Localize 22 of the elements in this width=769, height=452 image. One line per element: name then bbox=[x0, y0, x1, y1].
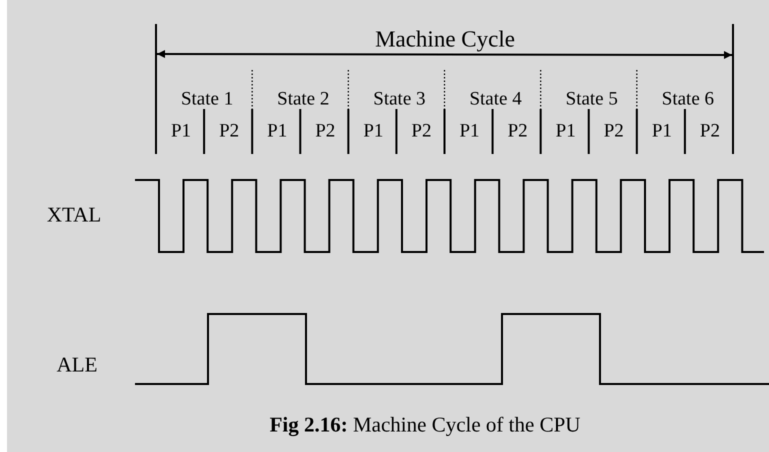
signal-name: ALE bbox=[56, 354, 98, 376]
state-label: State 5 bbox=[566, 90, 618, 108]
phase-label: P2 bbox=[219, 122, 240, 140]
state-label: State 6 bbox=[662, 90, 714, 108]
phase-label: P1 bbox=[460, 122, 480, 140]
phase-label: P1 bbox=[171, 122, 192, 140]
state-label: State 4 bbox=[469, 90, 522, 108]
state-label: State 2 bbox=[277, 90, 330, 108]
phase-label: P2 bbox=[604, 122, 624, 140]
state-label: State 3 bbox=[373, 90, 426, 108]
phase-label: P1 bbox=[652, 122, 672, 140]
figure-caption: Fig 2.16: Machine Cycle of the CPU bbox=[270, 414, 580, 436]
phase-label: P2 bbox=[508, 122, 528, 140]
phase-label: P1 bbox=[556, 122, 576, 140]
phase-label: P2 bbox=[411, 122, 432, 140]
state-label: State 1 bbox=[180, 90, 234, 108]
phase-label: P2 bbox=[700, 122, 720, 140]
phase-label: P1 bbox=[267, 122, 288, 140]
phase-label: P2 bbox=[315, 122, 336, 140]
phase-label: P1 bbox=[363, 122, 384, 140]
signal-name: XTAL bbox=[46, 204, 102, 226]
dimension-label: Machine Cycle bbox=[375, 28, 515, 50]
